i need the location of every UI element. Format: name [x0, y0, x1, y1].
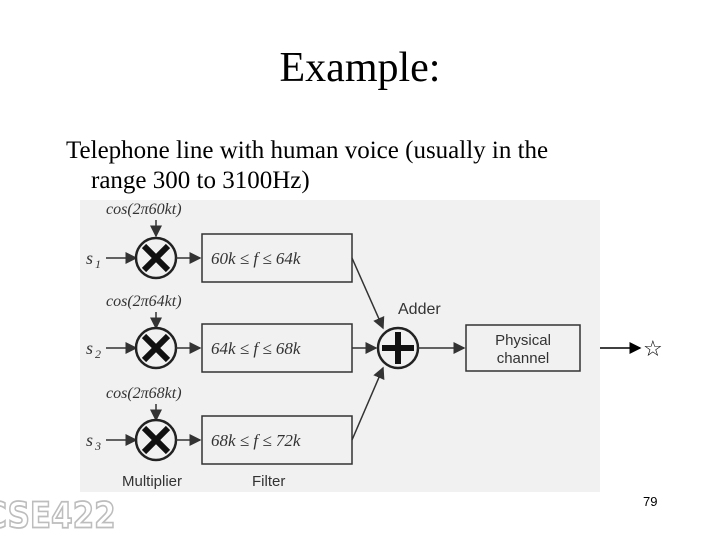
star-icon: ☆	[643, 337, 663, 362]
filter-label-3: 68k ≤ f ≤ 72k	[211, 431, 301, 450]
input-1-letter: s	[86, 248, 93, 268]
input-2-index: 2	[95, 347, 101, 361]
carrier-label-1: cos(2π60kt)	[106, 201, 182, 218]
input-2-letter: s	[86, 338, 93, 358]
multiplier-2-icon	[134, 326, 178, 370]
filter-label-2: 64k ≤ f ≤ 68k	[211, 339, 301, 358]
filter-label-1: 60k ≤ f ≤ 64k	[211, 249, 301, 268]
fdm-diagram: cos(2π60kt) s 1 60k ≤ f ≤ 64k cos(2π64kt…	[86, 201, 581, 490]
filter-to-adder-arrow-1	[351, 257, 385, 330]
page-number: 79	[643, 494, 658, 509]
input-1-index: 1	[95, 257, 101, 271]
multiplier-1-icon	[134, 236, 178, 280]
adder-icon	[376, 326, 420, 370]
channel-label-line-2: channel	[497, 350, 550, 367]
body-line-2: range 300 to 3100Hz)	[91, 167, 310, 194]
multiplier-caption: Multiplier	[122, 473, 182, 490]
slide-title: Example:	[279, 45, 441, 91]
body-line-1: Telephone line with human voice (usually…	[66, 137, 549, 164]
channel-label-line-1: Physical	[495, 332, 551, 349]
filter-caption: Filter	[252, 473, 285, 490]
input-3-letter: s	[86, 430, 93, 450]
input-3-index: 3	[94, 439, 101, 453]
adder-label: Adder	[398, 301, 441, 318]
carrier-label-2: cos(2π64kt)	[106, 293, 182, 310]
multiplier-3-icon	[134, 418, 178, 462]
fdm-diagram-figure: cos(2π60kt) s 1 60k ≤ f ≤ 64k cos(2π64kt…	[80, 200, 600, 492]
cse422-logo: CSE422	[0, 494, 117, 537]
logo-text: CSE422	[0, 494, 116, 536]
filter-to-adder-arrow-3	[351, 366, 385, 441]
carrier-label-3: cos(2π68kt)	[106, 385, 182, 402]
physical-channel-box	[465, 324, 581, 372]
slide-body-text: Telephone line with human voice (usually…	[66, 136, 646, 196]
